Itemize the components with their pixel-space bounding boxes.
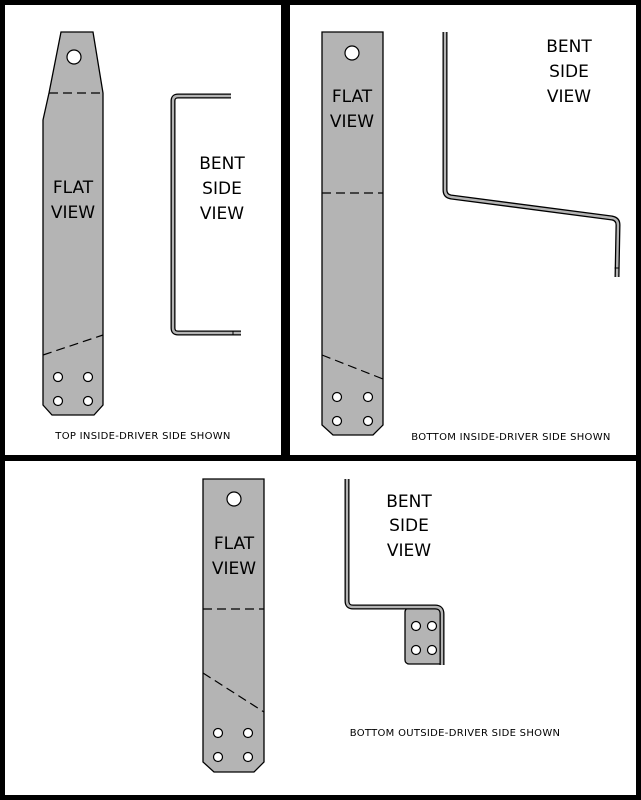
bent-side-view-bar-fill bbox=[171, 94, 241, 335]
flat-view-bracket bbox=[42, 31, 104, 416]
bent-view-tab bbox=[404, 607, 444, 665]
bent-side-view-bar-fill bbox=[443, 32, 620, 278]
flat-view-label: FLAT bbox=[53, 178, 94, 198]
bolt-hole bbox=[242, 727, 254, 739]
panel-3-drawing: FLAT VIEW BENT SIDE VIEW BOTTOM OUTSIDE-… bbox=[202, 478, 561, 773]
flat-view-label: VIEW bbox=[212, 559, 256, 579]
bolt-hole bbox=[362, 415, 374, 427]
bolt-hole bbox=[426, 620, 438, 632]
panel-2-drawing: FLAT VIEW BENT SIDE VIEW BOTTOM INSIDE-D… bbox=[321, 31, 621, 443]
bent-view-label: VIEW bbox=[387, 541, 431, 561]
panel-caption: BOTTOM OUTSIDE-DRIVER SIDE SHOWN bbox=[350, 728, 561, 739]
bent-view-label: VIEW bbox=[200, 204, 244, 224]
bolt-hole bbox=[52, 371, 64, 383]
bolt-hole bbox=[331, 391, 343, 403]
bend-line bbox=[321, 354, 384, 380]
bend-line bbox=[42, 334, 104, 356]
bolt-hole bbox=[212, 751, 224, 763]
panel-top-inside-driver: FLAT VIEW BENT SIDE VIEW TOP INSIDE-DRIV… bbox=[5, 5, 281, 455]
bent-view-label: BENT bbox=[199, 154, 245, 174]
panel-bottom-outside-driver: FLAT VIEW BENT SIDE VIEW BOTTOM OUTSIDE-… bbox=[5, 461, 636, 795]
bolt-hole bbox=[82, 395, 94, 407]
flat-view-bracket bbox=[202, 478, 265, 773]
bolt-hole bbox=[82, 371, 94, 383]
panel-caption: BOTTOM INSIDE-DRIVER SIDE SHOWN bbox=[411, 432, 610, 443]
bolt-hole bbox=[362, 391, 374, 403]
flat-view-bracket bbox=[321, 31, 384, 436]
mount-hole bbox=[344, 45, 360, 61]
panel-1-drawing: FLAT VIEW BENT SIDE VIEW TOP INSIDE-DRIV… bbox=[42, 31, 245, 442]
bent-view-label: SIDE bbox=[202, 179, 242, 199]
bolt-hole bbox=[52, 395, 64, 407]
bolt-hole bbox=[242, 751, 254, 763]
bent-view-label: SIDE bbox=[549, 62, 589, 82]
bent-view-label: BENT bbox=[546, 37, 592, 57]
panel-caption: TOP INSIDE-DRIVER SIDE SHOWN bbox=[54, 431, 230, 442]
bolt-hole bbox=[426, 644, 438, 656]
bolt-hole bbox=[410, 644, 422, 656]
mount-hole bbox=[226, 491, 242, 507]
flat-view-label: VIEW bbox=[330, 112, 374, 132]
bolt-hole bbox=[331, 415, 343, 427]
bent-view-label: VIEW bbox=[547, 87, 591, 107]
bolt-hole bbox=[410, 620, 422, 632]
flat-view-label: FLAT bbox=[332, 87, 373, 107]
bolt-hole bbox=[212, 727, 224, 739]
panel-bottom-inside-driver: FLAT VIEW BENT SIDE VIEW BOTTOM INSIDE-D… bbox=[290, 5, 636, 455]
bent-view-label: SIDE bbox=[389, 516, 429, 536]
bend-line bbox=[202, 672, 265, 713]
mount-hole bbox=[66, 49, 82, 65]
flat-view-label: FLAT bbox=[214, 534, 255, 554]
bent-side-view-bar-fill bbox=[345, 479, 444, 665]
bent-view-label: BENT bbox=[386, 492, 432, 512]
bent-side-view-bar bbox=[442, 32, 621, 278]
flat-view-label: VIEW bbox=[51, 203, 95, 223]
